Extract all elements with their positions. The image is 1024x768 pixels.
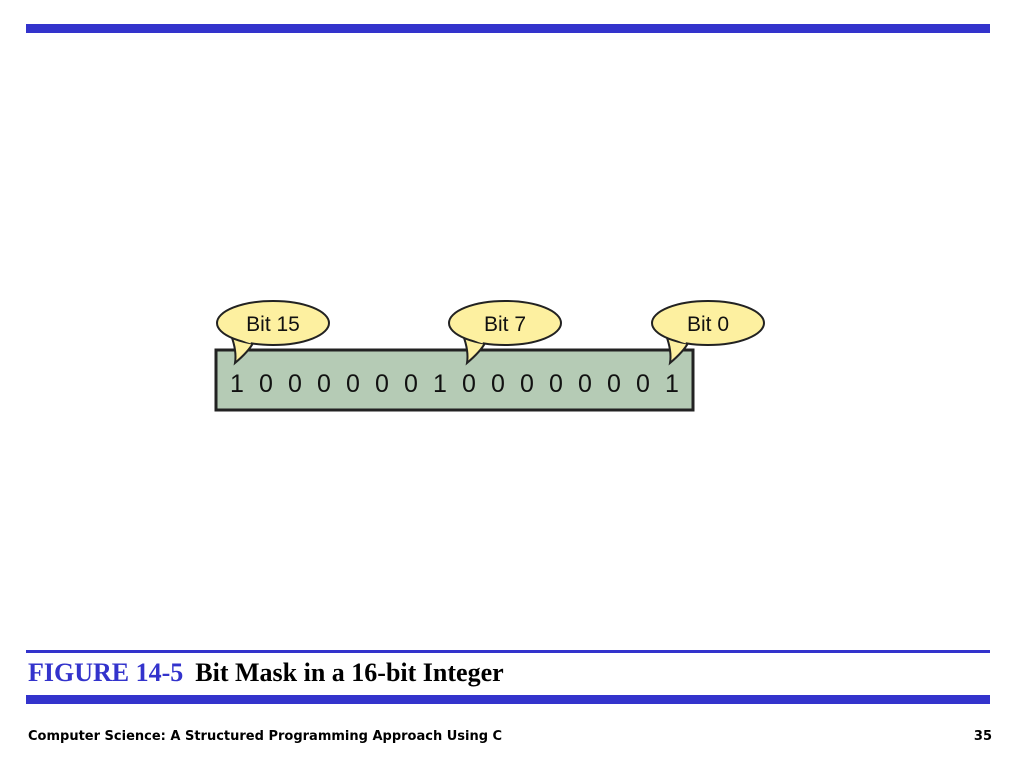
page-number: 35 — [973, 729, 992, 744]
callout-bit-7: Bit 7 — [448, 300, 562, 366]
bit-digit: 1 — [230, 370, 244, 398]
bit-digit: 0 — [636, 370, 650, 398]
bit-digit: 0 — [404, 370, 418, 398]
callout-bubble — [448, 300, 562, 346]
callout-bubble — [651, 300, 765, 346]
bit-digit: 0 — [520, 370, 534, 398]
callout-bit-15: Bit 15 — [216, 300, 330, 366]
bit-digit: 0 — [462, 370, 476, 398]
bit-digit: 0 — [491, 370, 505, 398]
bit-digit: 0 — [375, 370, 389, 398]
bit-digit: 0 — [346, 370, 360, 398]
figure-label: FIGURE 14-5 — [28, 658, 184, 687]
bit-callouts: Bit 15 Bit 7 Bit 0 — [216, 300, 765, 366]
callout-label: Bit 15 — [246, 313, 300, 336]
bit-digit: 1 — [665, 370, 679, 398]
register-box — [214, 348, 695, 412]
callout-seam — [464, 332, 484, 344]
bit-digit: 1 — [433, 370, 447, 398]
bit-digit: 0 — [259, 370, 273, 398]
callout-bubble — [216, 300, 330, 346]
callout-bit-0: Bit 0 — [651, 300, 765, 366]
bit-digit: 0 — [578, 370, 592, 398]
callout-seam — [667, 332, 687, 344]
top-divider-bar — [26, 24, 990, 33]
callout-seam — [232, 332, 252, 344]
caption-divider-line — [26, 650, 990, 653]
bit-digit: 0 — [607, 370, 621, 398]
footer-book-title: Computer Science: A Structured Programmi… — [28, 729, 503, 744]
bottom-divider-bar — [26, 695, 990, 704]
callout-label: Bit 0 — [687, 313, 729, 336]
callout-label: Bit 7 — [484, 313, 526, 336]
bit-digit: 0 — [549, 370, 563, 398]
bit-digit: 0 — [317, 370, 331, 398]
figure-caption: FIGURE 14-5 Bit Mask in a 16-bit Integer — [28, 656, 504, 690]
bit-digit: 0 — [288, 370, 302, 398]
figure-title: Bit Mask in a 16-bit Integer — [195, 658, 504, 687]
